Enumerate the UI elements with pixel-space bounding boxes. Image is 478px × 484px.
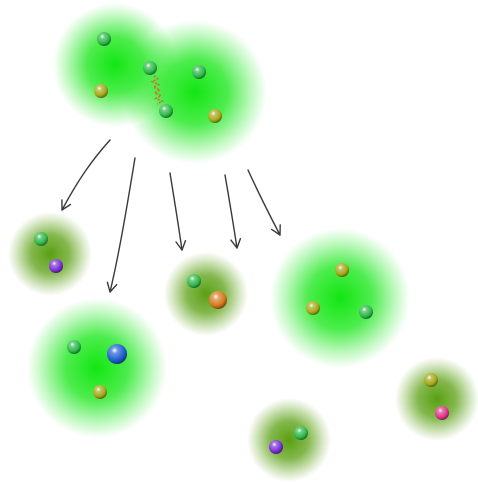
bond-wavy-link xyxy=(150,75,165,105)
cloud-small-left xyxy=(8,212,92,296)
arrow-head-4 xyxy=(230,237,242,249)
particle-green-parent-left xyxy=(159,104,173,118)
cloud-small-bottom xyxy=(247,398,331,482)
glow-clouds xyxy=(8,3,478,482)
particle-pink-small-right xyxy=(435,406,449,420)
particle-olive-large-right xyxy=(306,301,320,315)
arrow-head-3 xyxy=(175,239,187,251)
particle-olive-large-right xyxy=(335,263,349,277)
arrows xyxy=(61,139,281,293)
arrow-head-5 xyxy=(271,224,281,236)
arrow-5 xyxy=(247,169,281,236)
particles xyxy=(34,32,449,454)
particle-purple-small-bottom xyxy=(269,440,283,454)
particle-purple-small-left xyxy=(49,259,63,273)
particle-green-parent-left xyxy=(97,32,111,46)
particle-green-large-left xyxy=(67,340,81,354)
arrow-2 xyxy=(109,157,136,293)
particle-green-small-center xyxy=(187,274,201,288)
particle-green-small-left xyxy=(34,232,48,246)
particle-green-large-right xyxy=(359,305,373,319)
bond-link xyxy=(150,75,165,105)
particle-olive-parent-right xyxy=(208,109,222,123)
cloud-large-left xyxy=(27,298,167,438)
cloud-large-right xyxy=(270,228,410,368)
arrow-3 xyxy=(169,172,183,251)
particle-olive-small-right xyxy=(424,373,438,387)
particle-green-parent-right xyxy=(143,61,157,75)
arrow-4 xyxy=(224,174,238,249)
arrow-head-2 xyxy=(106,281,118,293)
particle-olive-large-left xyxy=(93,385,107,399)
particle-blue-large-left xyxy=(107,344,127,364)
cloud-small-center xyxy=(164,252,248,336)
particle-olive-parent-left xyxy=(94,84,108,98)
particle-green-small-bottom xyxy=(294,426,308,440)
arrow-1 xyxy=(61,139,111,211)
particle-green-parent-right xyxy=(192,65,206,79)
cloud-small-right xyxy=(395,357,478,441)
arrow-head-1 xyxy=(61,199,72,211)
particle-orange-small-center xyxy=(209,291,227,309)
cloud-parent-right xyxy=(123,20,267,164)
